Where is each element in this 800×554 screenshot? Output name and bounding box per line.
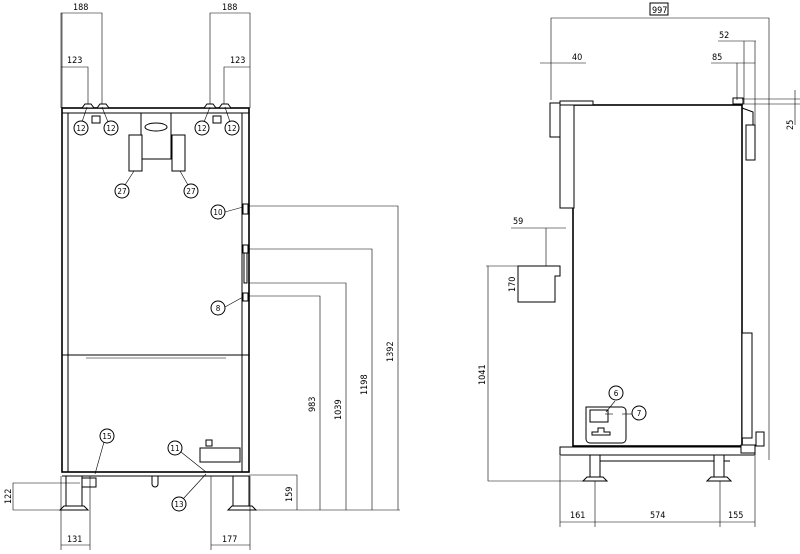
- callout-11: 11: [167, 440, 207, 473]
- callout-12: 12: [194, 106, 211, 136]
- callout-12: 12: [73, 106, 89, 136]
- dimension-59: 59: [511, 217, 566, 266]
- callout-13: 13: [171, 473, 207, 512]
- svg-text:27: 27: [186, 187, 195, 196]
- dimension-1392: 1392: [249, 205, 399, 510]
- svg-text:40: 40: [572, 53, 582, 63]
- dimension-1041: 1041: [478, 265, 590, 482]
- svg-text:11: 11: [170, 444, 179, 453]
- svg-text:161: 161: [570, 511, 585, 521]
- dimension-122: 122: [4, 482, 80, 511]
- svg-text:12: 12: [106, 124, 115, 133]
- svg-text:6: 6: [614, 389, 619, 398]
- dimension-131: 131: [60, 476, 91, 550]
- dimension-52: 52: [718, 31, 756, 125]
- svg-text:122: 122: [4, 489, 14, 504]
- svg-text:12: 12: [76, 124, 85, 133]
- dimension-1039: 1039: [249, 282, 347, 510]
- dimension-85: 85: [711, 53, 755, 100]
- svg-text:10: 10: [213, 208, 223, 217]
- dimension-177: 177: [210, 476, 251, 550]
- dimension-123-right: 123: [223, 56, 250, 104]
- handle-left: [128, 134, 143, 172]
- dimension-170: 170: [508, 266, 519, 302]
- dimension-188-left: 188: [60, 3, 103, 108]
- svg-text:1392: 1392: [386, 341, 396, 362]
- dimension-bottom: 161 574 155: [559, 456, 756, 527]
- svg-text:177: 177: [222, 535, 237, 545]
- svg-text:1198: 1198: [360, 374, 370, 395]
- svg-text:8: 8: [216, 304, 221, 313]
- svg-text:1039: 1039: [334, 399, 344, 420]
- dimension-983: 983: [249, 295, 321, 510]
- svg-text:1041: 1041: [478, 364, 488, 385]
- svg-text:188: 188: [73, 3, 88, 13]
- svg-text:52: 52: [719, 31, 729, 41]
- front-view: 12 12 12 12 27 27 10 8 15 11 13 188 123 …: [4, 3, 400, 550]
- callout-10: 10: [210, 204, 244, 220]
- svg-text:25: 25: [786, 120, 796, 130]
- dimension-159: 159: [249, 474, 298, 510]
- svg-text:12: 12: [227, 124, 236, 133]
- warning-icon: [212, 115, 222, 124]
- svg-text:59: 59: [513, 217, 523, 227]
- callout-27: 27: [179, 170, 199, 199]
- appliance-body-front: [61, 107, 250, 473]
- dimension-40: 40: [540, 53, 586, 64]
- svg-text:12: 12: [197, 124, 206, 133]
- callout-6: 6: [605, 385, 624, 415]
- callout-7: 7: [622, 405, 647, 421]
- svg-text:188: 188: [222, 3, 237, 13]
- svg-text:997: 997: [652, 6, 667, 16]
- svg-text:85: 85: [712, 53, 722, 63]
- svg-text:7: 7: [637, 409, 642, 418]
- rational-logo: [144, 122, 168, 132]
- callout-15: 15: [94, 428, 115, 475]
- svg-text:15: 15: [102, 432, 111, 441]
- svg-text:123: 123: [230, 56, 245, 66]
- dimension-123-left: 123: [61, 56, 89, 104]
- callout-12: 12: [101, 106, 119, 136]
- svg-text:574: 574: [650, 511, 665, 521]
- dimension-box: [649, 2, 669, 16]
- svg-text:27: 27: [117, 187, 126, 196]
- svg-text:155: 155: [728, 511, 743, 521]
- foot-right: [232, 475, 250, 507]
- svg-text:170: 170: [508, 277, 518, 292]
- foot-left: [65, 475, 83, 507]
- warning-icon: [91, 115, 101, 124]
- dimension-997: 997: [550, 2, 770, 460]
- dimension-188-right: 188: [209, 3, 251, 108]
- callout-12: 12: [224, 106, 240, 136]
- side-view: 6 7 997 52 40 85 25 59 170 1041 161 574 …: [478, 2, 800, 527]
- svg-text:123: 123: [67, 56, 82, 66]
- svg-text:159: 159: [285, 487, 295, 502]
- svg-text:131: 131: [67, 535, 82, 545]
- svg-text:13: 13: [174, 500, 183, 509]
- handle-right: [171, 134, 186, 172]
- appliance-body-side: [572, 104, 743, 447]
- callout-8: 8: [210, 296, 244, 316]
- svg-text:983: 983: [308, 397, 318, 412]
- callout-27: 27: [114, 170, 135, 199]
- dimension-1198: 1198: [249, 248, 373, 510]
- dimension-25: 25: [742, 90, 800, 130]
